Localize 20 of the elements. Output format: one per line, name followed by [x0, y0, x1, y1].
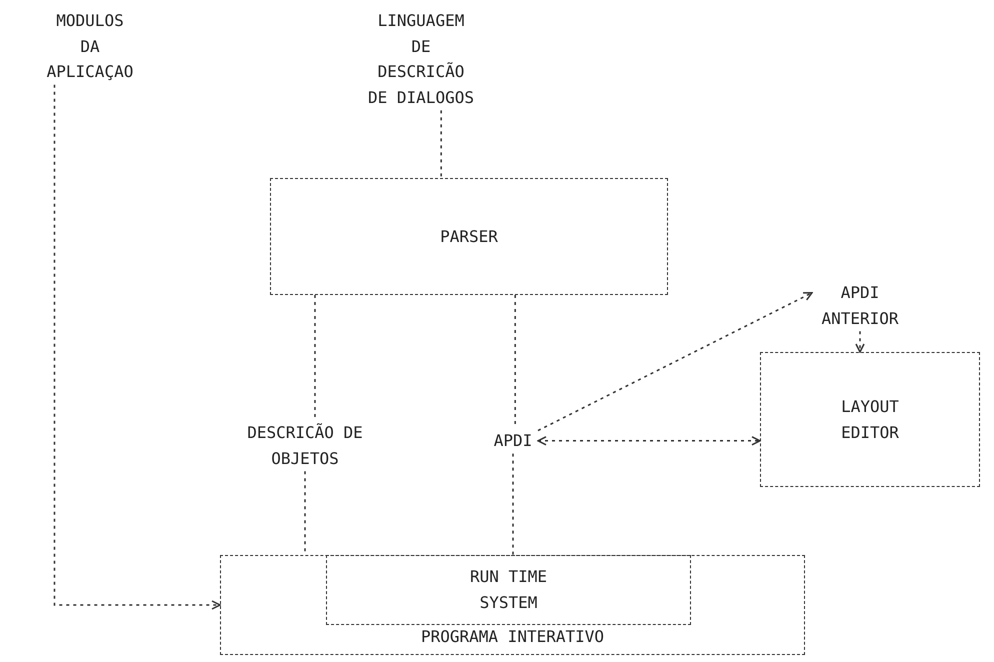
arrow [54, 84, 221, 610]
box-label: PROGRAMA INTERATIVO [420, 626, 606, 648]
arrow [855, 331, 865, 353]
dashed-box [326, 554, 691, 624]
arrow [538, 292, 813, 432]
text-label: DESCRICÃO DE OBJETOS [246, 422, 364, 470]
text-label: LINGUAGEM DE DESCRICÃO DE DIALOGOS [367, 10, 475, 109]
dashed-box [270, 178, 668, 295]
connector-line [512, 454, 514, 555]
box-label: LAYOUT EDITOR [840, 396, 900, 444]
text-label: APDI [492, 430, 534, 452]
dashed-box [760, 352, 980, 487]
box-label: PARSER [439, 226, 499, 248]
dashed-box [220, 555, 805, 655]
arrow [537, 436, 761, 446]
text-label: MODULOS DA APLICAÇAO [46, 10, 134, 84]
connector-line [440, 110, 442, 178]
connector-line [314, 295, 316, 420]
box-label: RUN TIME SYSTEM [468, 566, 548, 614]
text-label: APDI ANTERIOR [820, 282, 900, 330]
